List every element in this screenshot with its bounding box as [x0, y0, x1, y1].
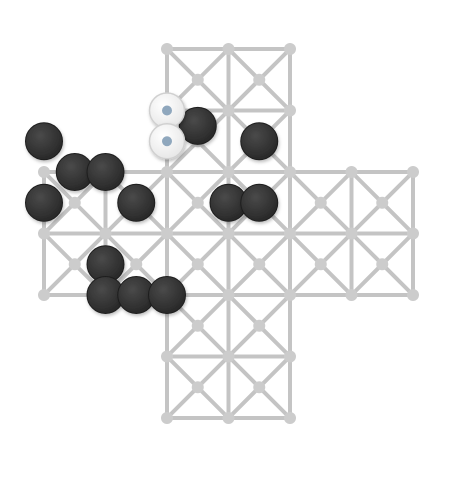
board-node — [191, 319, 204, 332]
board-node — [191, 73, 204, 86]
board-node — [345, 166, 358, 178]
board-node — [161, 412, 173, 424]
white-piece[interactable] — [148, 92, 186, 129]
board-node — [161, 43, 173, 55]
board-node — [222, 350, 235, 363]
board-node — [222, 166, 235, 178]
board-pieces[interactable] — [25, 92, 279, 314]
board-node — [253, 73, 266, 86]
board-node — [407, 166, 419, 178]
board-node — [407, 227, 419, 240]
board-node — [314, 258, 327, 271]
board-node — [314, 196, 327, 209]
board-node — [191, 381, 204, 394]
board-node — [284, 227, 296, 240]
white-piece-center — [162, 136, 172, 147]
board-node — [376, 196, 389, 209]
board-node — [284, 166, 296, 178]
board-node — [191, 258, 204, 271]
board-node — [38, 289, 50, 301]
board-node — [191, 196, 204, 209]
black-piece[interactable] — [240, 122, 279, 161]
board-node — [253, 319, 266, 332]
board-node — [222, 412, 235, 424]
board-node — [284, 350, 296, 363]
board-node — [38, 227, 50, 240]
board-node — [284, 412, 296, 424]
black-piece[interactable] — [240, 183, 279, 222]
board-node — [222, 289, 235, 301]
black-piece[interactable] — [148, 276, 186, 314]
board-node — [222, 227, 235, 240]
board-node — [376, 258, 389, 271]
board-node — [284, 104, 296, 117]
board-node — [130, 258, 143, 271]
black-piece[interactable] — [25, 183, 63, 222]
board-node — [68, 196, 81, 209]
board-node — [68, 258, 81, 271]
white-piece-center — [162, 105, 172, 116]
board-node — [222, 43, 235, 55]
board-node — [99, 227, 112, 240]
board-node — [253, 258, 266, 271]
black-piece[interactable] — [117, 183, 156, 222]
board-node — [407, 289, 419, 301]
board-node — [161, 227, 173, 240]
board-node — [161, 166, 173, 178]
board-node — [284, 43, 296, 55]
black-piece[interactable] — [86, 153, 125, 191]
board-node — [253, 381, 266, 394]
board-node — [161, 350, 173, 363]
white-piece[interactable] — [148, 123, 186, 160]
black-piece[interactable] — [178, 106, 217, 145]
black-piece[interactable] — [25, 122, 63, 161]
board-node — [345, 289, 358, 301]
board-node — [222, 104, 235, 117]
board-node — [284, 289, 296, 301]
board-node — [38, 166, 50, 178]
board-node — [345, 227, 358, 240]
